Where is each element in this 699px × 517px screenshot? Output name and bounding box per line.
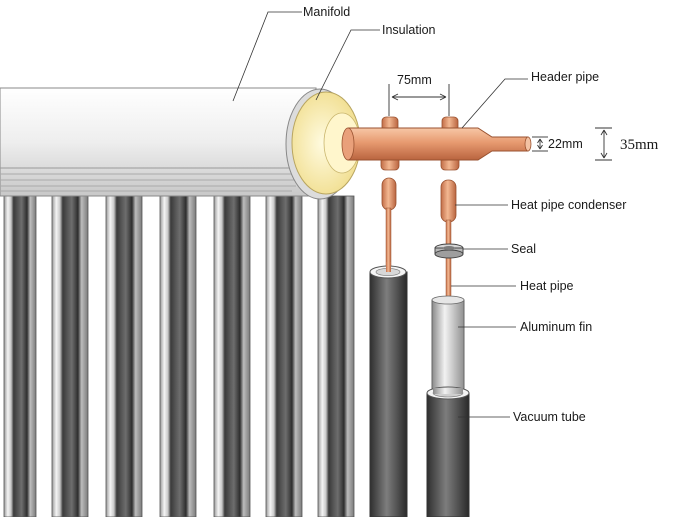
seal-label: Seal: [511, 242, 536, 256]
diameter-dimensions: [532, 127, 612, 161]
pipe-inner-diameter-label: 22mm: [548, 137, 583, 151]
insulation-label: Insulation: [382, 23, 436, 37]
manifold-label: Manifold: [303, 5, 350, 19]
vacuum-tube: [51, 195, 89, 517]
vacuum-tube: [3, 195, 37, 517]
vacuum-tube: [213, 195, 251, 517]
vacuum-tube-array: [3, 195, 355, 517]
vacuum-tube-label: Vacuum tube: [513, 410, 586, 424]
heat-pipe-condenser-label: Heat pipe condenser: [511, 198, 626, 212]
header-pipe: [341, 116, 532, 171]
heat-pipe-assembly-right: [426, 179, 470, 517]
vacuum-tube: [159, 195, 197, 517]
seal: [434, 243, 464, 259]
vacuum-tube: [317, 195, 355, 517]
spacing-dimension: [388, 84, 450, 116]
heat-pipe-assembly-left: [369, 177, 408, 517]
pipe-outer-diameter-label: 35mm: [620, 137, 659, 153]
vacuum-tube: [265, 195, 303, 517]
leader-lines: [232, 11, 528, 418]
heat-pipe-label: Heat pipe: [520, 279, 574, 293]
spacing-label: 75mm: [397, 73, 432, 87]
aluminum-fin-label: Aluminum fin: [520, 320, 592, 334]
header-pipe-label: Header pipe: [531, 70, 599, 84]
vacuum-tube: [105, 195, 143, 517]
